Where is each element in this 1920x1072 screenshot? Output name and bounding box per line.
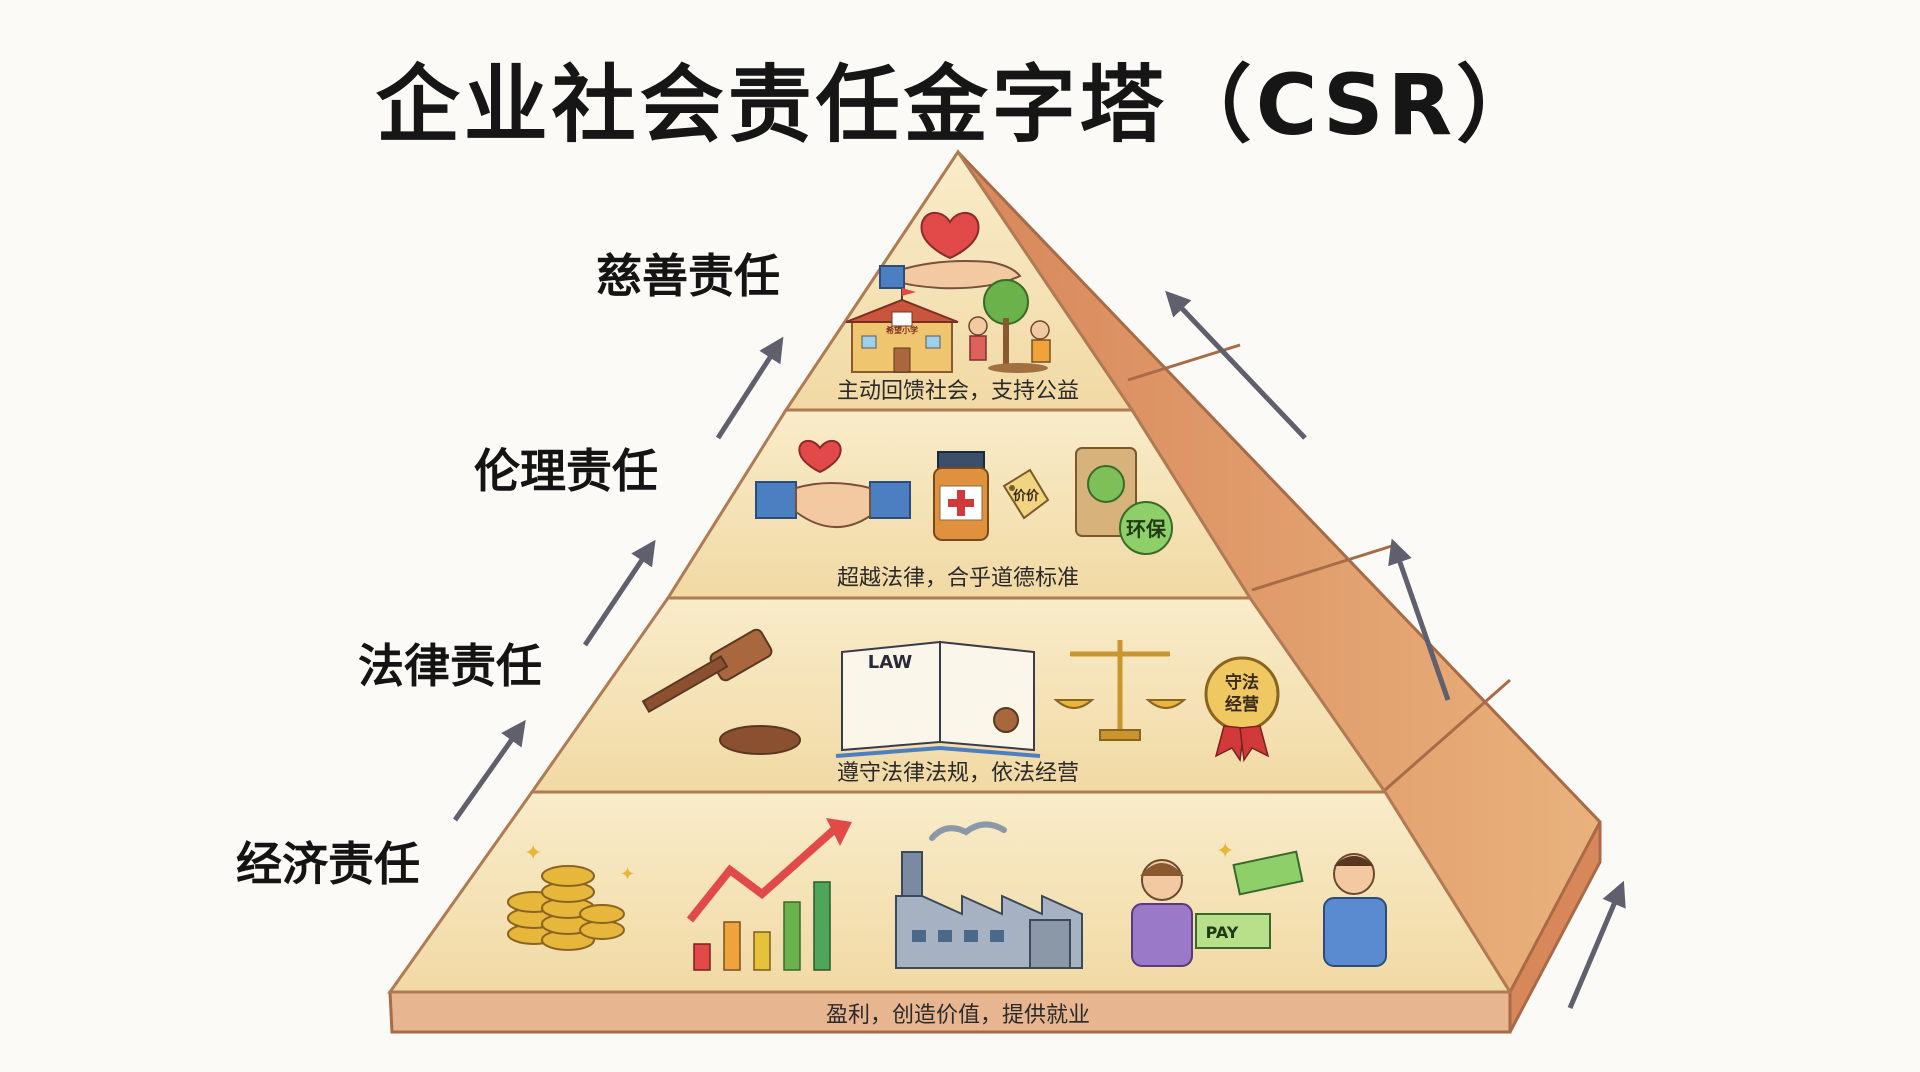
- law-book-icon: LAW: [835, 640, 1041, 758]
- factory-icon: [895, 821, 1083, 969]
- arrow-right-2: [1388, 538, 1451, 701]
- level-desc-legal: 遵守法律法规，依法经营: [837, 761, 1079, 786]
- law-book-text: LAW: [868, 652, 913, 673]
- school-icon: 希望小学: [845, 288, 959, 373]
- heart-hand-icon: [879, 211, 1022, 290]
- right-arrows: [1165, 290, 1626, 1009]
- arrow-left-3: [715, 336, 784, 440]
- level-label-legal: 法律责任: [358, 639, 542, 693]
- pay-check-text: PAY: [1206, 923, 1239, 942]
- gavel-icon: [641, 628, 801, 755]
- left-arrows: [452, 336, 784, 822]
- level-desc-philanthropic: 主动回馈社会，支持公益: [837, 379, 1079, 404]
- scales-icon: [1053, 640, 1187, 741]
- handshake-icon: [755, 439, 911, 528]
- sparkle-icon-2: ✦: [620, 864, 635, 885]
- arrow-left-1: [452, 719, 526, 822]
- law-badge-line1: 守法: [1225, 672, 1259, 693]
- level-desc-economic: 盈利，创造价值，提供就业: [826, 1003, 1090, 1028]
- school-sign-text: 希望小学: [886, 325, 918, 335]
- arrow-right-3: [1567, 880, 1626, 1009]
- arrow-right-1: [1165, 290, 1307, 440]
- law-badge-icon: 守法 经营: [1204, 656, 1280, 763]
- level-label-ethical: 伦理责任: [474, 444, 658, 498]
- growth-chart-icon: [686, 818, 852, 971]
- coins-icon: ✦ ✦: [507, 841, 635, 951]
- children-planting-icon: [968, 279, 1051, 373]
- level-label-philanthropic: 慈善责任: [596, 249, 780, 303]
- level-desc-ethical: 超越法律，合乎道德标准: [837, 566, 1079, 591]
- level-label-economic: 经济责任: [236, 837, 420, 891]
- arrow-left-2: [582, 539, 656, 647]
- price-tag-text: 价价: [1013, 489, 1040, 504]
- law-badge-line2: 经营: [1225, 694, 1259, 715]
- medicine-bottle-icon: [933, 451, 989, 541]
- payday-people-icon: PAY ✦: [1131, 839, 1387, 967]
- price-tag-icon: 价价: [1002, 468, 1050, 520]
- sparkle-icon-3: ✦: [1216, 839, 1234, 864]
- eco-badge-text: 环保: [1126, 517, 1167, 541]
- eco-bag-icon: 环保: [1075, 447, 1173, 555]
- page-title: 企业社会责任金字塔（CSR）: [375, 56, 1545, 154]
- sparkle-icon: ✦: [524, 841, 542, 866]
